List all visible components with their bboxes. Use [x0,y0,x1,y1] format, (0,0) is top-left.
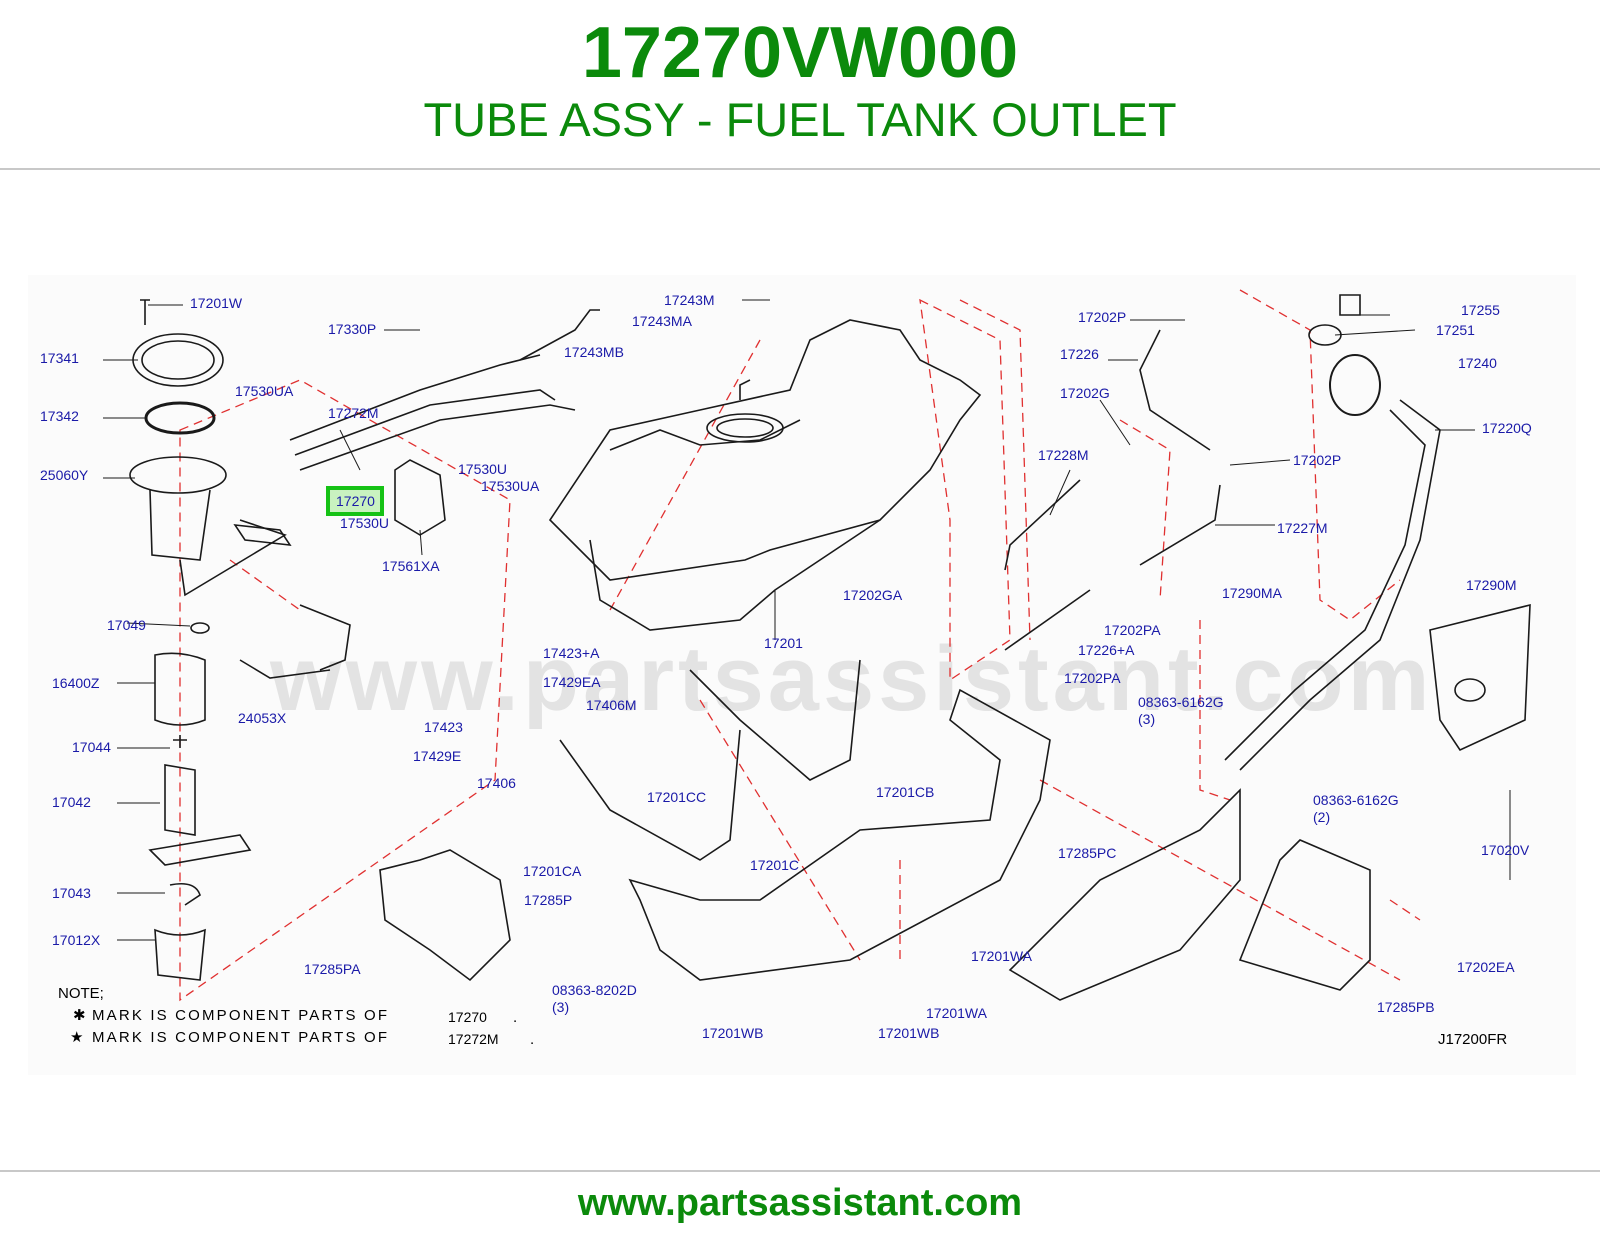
diagram-reference-code: J17200FR [1438,1031,1507,1048]
note-line-2-text: MARK IS COMPONENT PARTS OF [92,1029,387,1046]
filler-neck [1239,399,1441,771]
callout-label[interactable]: 25060Y [40,467,89,483]
svg-text:.: . [530,1031,534,1048]
callout-label[interactable]: 17220Q [1482,420,1532,436]
part-number-title: 17270VW000 [581,13,1019,93]
callout-label[interactable]: 17330P [328,321,376,337]
dashed-reference-lines [179,289,1421,1002]
callout-label[interactable]: 17201C [750,857,799,873]
fuel-tank [548,319,982,581]
callout-label[interactable]: 17202P [1293,452,1341,468]
fuel-tank-body [589,519,881,631]
callout-label[interactable]: 17270 [336,493,375,509]
callout-label[interactable]: 17561XA [382,558,440,574]
callout-label[interactable]: 17049 [107,617,146,633]
callout-label[interactable]: 17202GA [843,587,903,603]
callout-label[interactable]: 17201 [764,635,803,651]
callout-label[interactable]: 17285P [524,892,572,908]
callout-label[interactable]: 17227M [1277,520,1328,536]
callout-label[interactable]: 17202PA [1104,622,1161,638]
note-line-2-ref: 17272M [448,1031,499,1047]
callout-label[interactable]: 17530UA [235,383,294,399]
callout-label[interactable]: 17423 [424,719,463,735]
callout-label[interactable]: 17243M [664,292,715,308]
callout-label[interactable]: 17342 [40,408,79,424]
callout-label[interactable]: 17201CC [647,789,706,805]
callout-label[interactable]: 17228M [1038,447,1089,463]
highlight-box [326,486,384,516]
protector [628,688,1051,981]
callout-label[interactable]: 17285PA [304,961,361,977]
callout-label[interactable]: 17429E [413,748,461,764]
callout-label[interactable]: 17341 [40,350,79,366]
note-line-2: ★ MARK IS COMPONENT PARTS OF 17272M . [70,1029,534,1048]
callout-label[interactable]: 17429EA [543,674,601,690]
callout-label[interactable]: 17285PC [1058,845,1116,861]
callout-label[interactable]: 17202P [1078,309,1126,325]
callout-label[interactable]: 17406 [477,775,516,791]
watermark: www.partsassistant.com [269,628,1433,730]
callout-label[interactable]: 17243MA [632,313,693,329]
callout-label[interactable]: 08363-6162G [1138,694,1224,710]
callout-label[interactable]: 17044 [72,739,111,755]
callout-label[interactable]: 17043 [52,885,91,901]
svg-text:✱: ✱ [73,1007,86,1024]
callout-label[interactable]: 17406M [586,697,637,713]
callout-label[interactable]: 17255 [1461,302,1500,318]
callout-label[interactable]: 17272M [328,405,379,421]
callout-label[interactable]: 17201WA [926,1005,988,1021]
callout-label[interactable]: 17423+A [543,645,600,661]
callout-label[interactable]: 17042 [52,794,91,810]
callout-label[interactable]: 17201CA [523,863,582,879]
callout-label[interactable]: 17290MA [1222,585,1283,601]
svg-text:★: ★ [70,1029,83,1046]
callout-label[interactable]: (2) [1313,809,1330,825]
callout-label[interactable]: 17226 [1060,346,1099,362]
callout-label[interactable]: 17243MB [564,344,624,360]
callout-label[interactable]: 17530U [340,515,389,531]
leader-lines [103,299,1511,941]
callout-label[interactable]: 17251 [1436,322,1475,338]
part-name-subtitle: TUBE ASSY - FUEL TANK OUTLET [423,93,1177,146]
callout-label[interactable]: (3) [1138,711,1155,727]
callout-label[interactable]: 17530U [458,461,507,477]
website-footer[interactable]: www.partsassistant.com [577,1182,1023,1224]
header-divider [0,168,1600,170]
callout-label[interactable]: 17012X [52,932,101,948]
callout-label[interactable]: 17201WA [971,948,1033,964]
callout-label[interactable]: 24053X [238,710,287,726]
callout-label[interactable]: 17530UA [481,478,540,494]
callout-labels: 17201W 17341 17530UA 17342 25060Y 17530U 17049… [40,292,1532,1041]
callout-label[interactable]: 17202PA [1064,670,1121,686]
o-ring [144,401,216,435]
footer-divider [0,1170,1600,1172]
callout-label[interactable]: 17226+A [1078,642,1135,658]
callout-label[interactable]: 16400Z [52,675,100,691]
diagram-panel [28,275,1576,1075]
callout-label[interactable]: 17020V [1481,842,1530,858]
callout-label[interactable]: 17201W [190,295,243,311]
callout-label[interactable]: 17290M [1466,577,1517,593]
note-line-1: ✱ MARK IS COMPONENT PARTS OF 17270 . [73,1007,517,1026]
svg-text:.: . [513,1009,517,1026]
note-line-1-text: MARK IS COMPONENT PARTS OF [92,1007,387,1024]
callout-label[interactable]: (3) [552,999,569,1015]
callout-label[interactable]: 08363-6162G [1313,792,1399,808]
callout-label[interactable]: 17201CB [876,784,934,800]
pump-module [149,489,211,561]
note-title: NOTE; [58,985,104,1002]
callout-label[interactable]: 17285PB [1377,999,1435,1015]
callout-label[interactable]: 17201WB [702,1025,763,1041]
callout-label[interactable]: 17240 [1458,355,1497,371]
callout-label[interactable]: 08363-8202D [552,982,637,998]
callout-label[interactable]: 17201WB [878,1025,939,1041]
note-line-1-ref: 17270 [448,1009,487,1025]
callout-label[interactable]: 17202G [1060,385,1110,401]
callout-label[interactable]: 17202EA [1457,959,1515,975]
